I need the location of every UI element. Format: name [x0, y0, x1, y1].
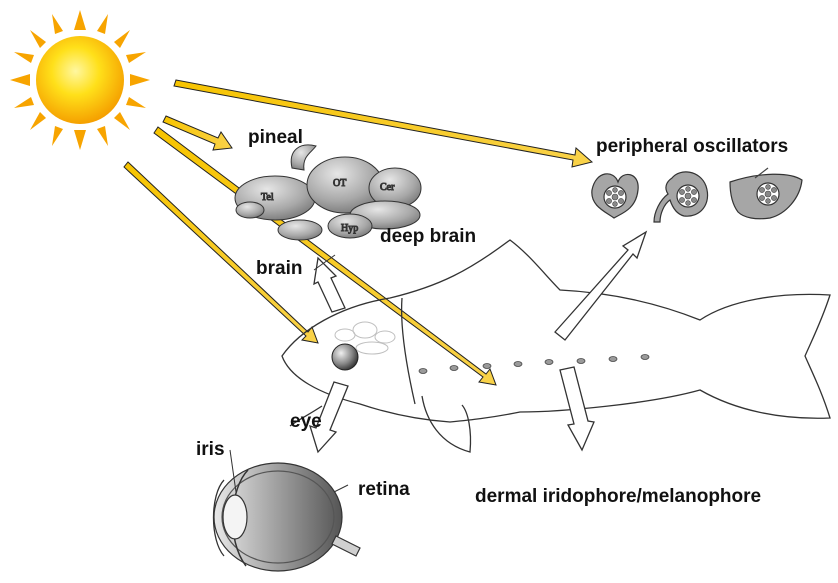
- fish-outline: [282, 240, 830, 452]
- brain-region-ot: OT: [333, 178, 346, 189]
- eye-cross-section: [214, 450, 361, 571]
- label-pineal: pineal: [248, 128, 303, 147]
- liver-organ-icon: [730, 168, 802, 219]
- label-deep-brain: deep brain: [380, 227, 476, 246]
- lateral-dots: [419, 355, 649, 374]
- ray-to-peripheral: [174, 80, 592, 167]
- peripheral-organs: [592, 168, 802, 222]
- brain-region-cer: Cer: [380, 182, 395, 193]
- brain-region-tel: Tel: [261, 192, 274, 203]
- label-retina: retina: [358, 480, 410, 499]
- arrow-fish-to-peripheral: [555, 232, 646, 340]
- label-iris: iris: [196, 440, 225, 459]
- optic-nerve: [332, 536, 360, 556]
- fish-eye: [332, 344, 358, 370]
- label-eye: eye: [290, 412, 322, 431]
- heart-organ-icon: [592, 174, 638, 218]
- kidney-organ-icon: [654, 172, 708, 222]
- pineal-stalk: [291, 145, 316, 170]
- sun-icon: [10, 10, 150, 150]
- label-brain: brain: [256, 259, 302, 278]
- brain-region-hyp: Hyp: [341, 223, 358, 234]
- label-peripheral-oscillators: peripheral oscillators: [596, 137, 788, 156]
- label-dermal: dermal iridophore/melanophore: [475, 487, 761, 506]
- lens: [223, 495, 247, 539]
